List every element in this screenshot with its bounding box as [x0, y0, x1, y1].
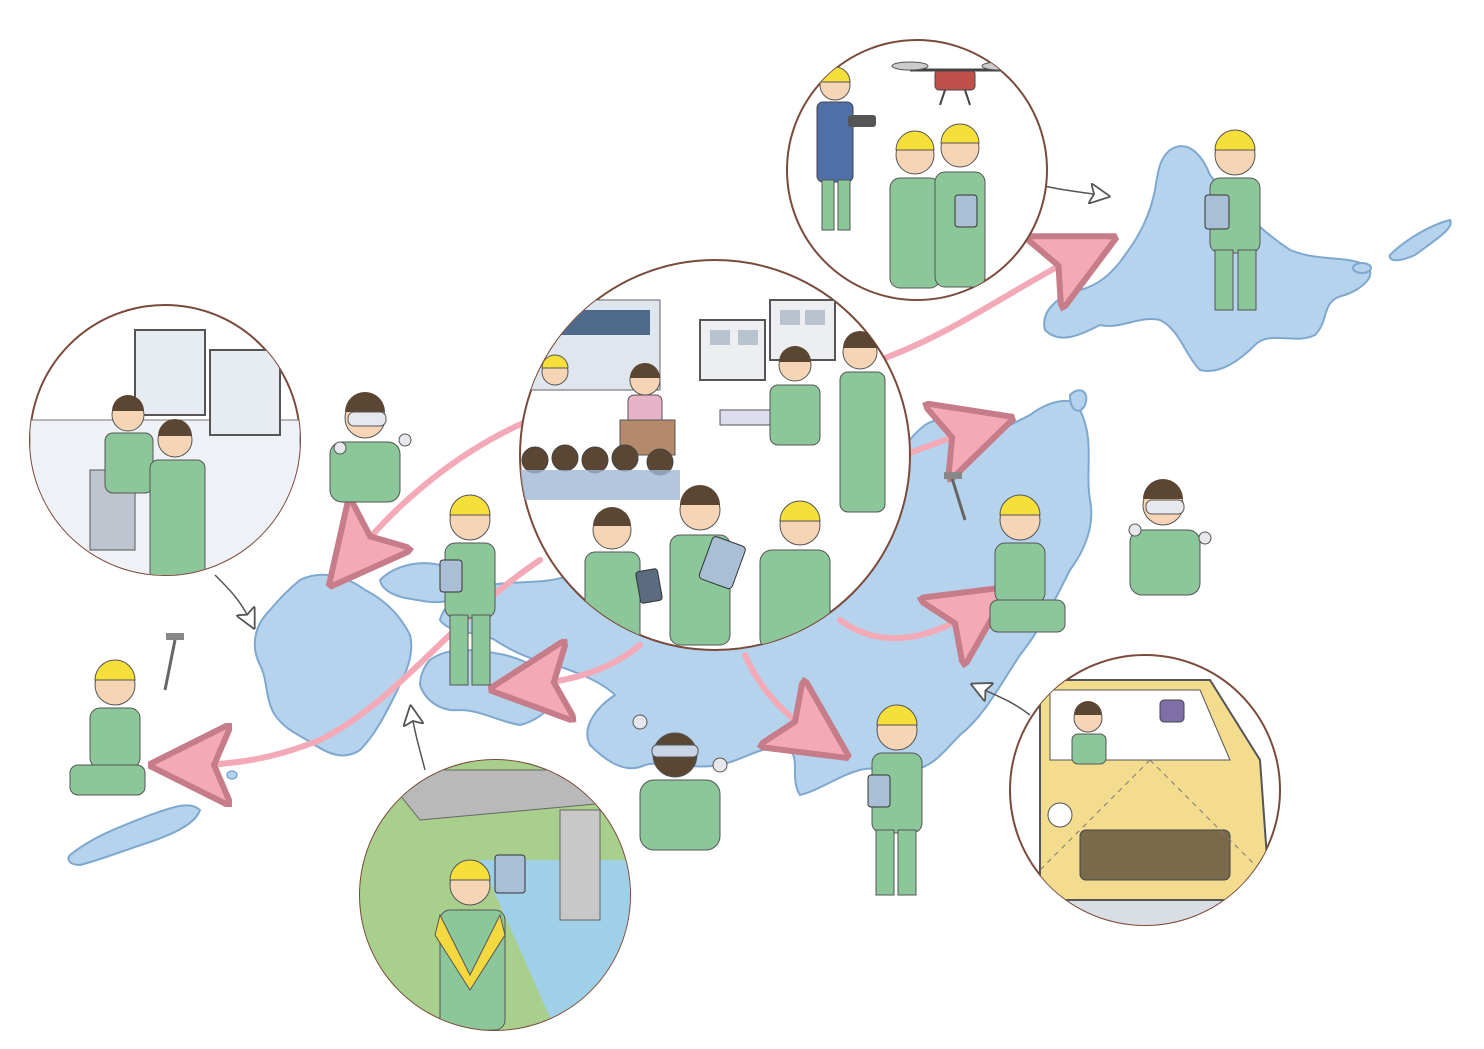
sensor-beam — [1039, 759, 1271, 881]
vr-controller — [712, 757, 728, 773]
vr-headset-icon — [651, 744, 699, 758]
source-arrows — [214, 185, 1100, 771]
vr-headset-icon — [347, 411, 387, 427]
arrow-to-kanto — [742, 652, 815, 735]
monitor-icon — [699, 299, 836, 381]
map-sado-island — [1068, 389, 1088, 412]
vr-controller — [1198, 531, 1212, 545]
safety-vest — [434, 913, 506, 991]
vr-controller — [1128, 523, 1142, 537]
vr-worker-right — [1128, 479, 1212, 596]
tablet-icon — [635, 568, 663, 604]
map-islet — [226, 770, 238, 780]
tablet-icon — [1204, 194, 1230, 230]
drone-icon — [891, 61, 1019, 106]
hammer-icon — [944, 472, 967, 521]
map-hokkaido — [1043, 145, 1372, 372]
worker-kanto — [867, 704, 923, 896]
controller — [848, 115, 876, 127]
audience — [521, 444, 674, 476]
tablet-icon — [439, 559, 463, 593]
arrow-to-shikoku — [530, 645, 643, 685]
arrow-from-office-circle — [214, 574, 250, 620]
worker-okinawa — [69, 633, 184, 796]
hammer-icon — [163, 633, 184, 691]
arrow-from-bridge-circle — [412, 715, 426, 771]
vr-controller — [632, 714, 648, 730]
vehicle-inspection-circle — [1009, 654, 1281, 926]
remote-office-circle — [29, 304, 301, 576]
map-nansei-islands — [67, 804, 202, 867]
map-kuril-islands — [1388, 218, 1452, 262]
tablet-icon — [954, 194, 978, 228]
front-worker-center — [669, 485, 746, 646]
center-operations-circle — [519, 259, 911, 651]
bridge-inspection-circle — [359, 759, 631, 1031]
vr-headset-icon — [1145, 499, 1185, 515]
map-small-island — [1352, 262, 1372, 274]
drone-worker-right — [934, 123, 986, 288]
tablet-icon — [494, 854, 526, 894]
drone-inspection-circle — [786, 39, 1048, 301]
monitor-icon — [134, 329, 281, 436]
arrow-from-drone-circle — [1039, 185, 1100, 195]
vr-worker-left — [329, 392, 412, 503]
map-kyushu — [253, 573, 413, 757]
vr-worker-bottom — [632, 714, 728, 851]
vr-controller — [333, 441, 347, 455]
tablet-icon — [867, 774, 891, 808]
camera-device — [1159, 699, 1185, 723]
vr-controller — [398, 433, 412, 447]
arrow-from-car-circle — [980, 688, 1031, 716]
arrow-to-chubu — [837, 610, 975, 638]
drone-worker-left — [889, 130, 941, 289]
tablet-icon — [698, 536, 746, 590]
arrow-to-kyushu — [355, 417, 533, 555]
arrow-to-tohoku — [902, 430, 975, 455]
worker-kyushu — [439, 494, 496, 686]
worker-hokkaido — [1204, 129, 1261, 311]
worker-tohoku — [944, 472, 1066, 633]
arrow-to-hokkaido — [877, 255, 1080, 363]
